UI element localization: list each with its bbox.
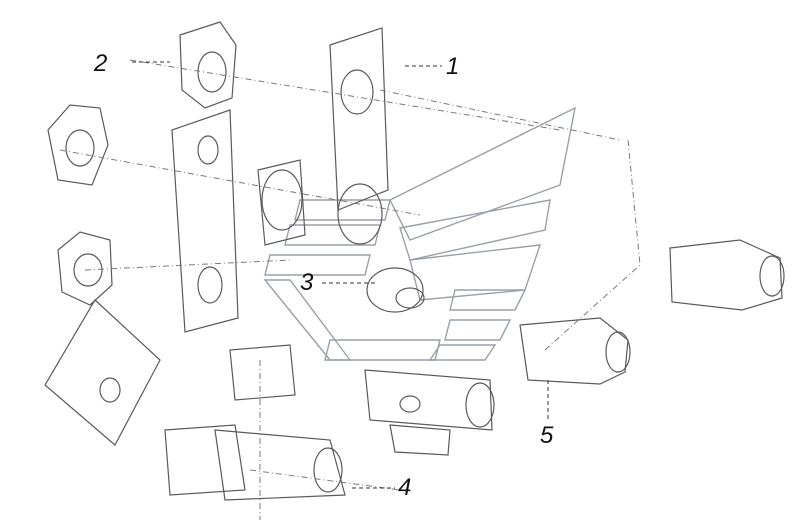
bottom-tee-fitting: [364, 369, 495, 456]
axis-lines: [59, 59, 641, 520]
callout-3: 3: [300, 269, 314, 296]
part-2-nut: [179, 21, 237, 109]
callout-1: 1: [446, 53, 460, 80]
leader-lines: [132, 61, 549, 489]
part-1-bracket-plate: [329, 27, 389, 245]
callout-2: 2: [94, 50, 108, 77]
mounting-plate: [171, 109, 239, 333]
callout-5: 5: [540, 422, 554, 449]
part-3-valve: [366, 267, 425, 313]
watermark-logo: [263, 106, 576, 361]
part-4-fitting: [164, 344, 346, 501]
center-fitting: [257, 159, 306, 246]
left-lower-nut: [57, 231, 113, 306]
right-fitting: [669, 239, 785, 311]
lower-left-bracket: [44, 299, 161, 446]
callout-4: 4: [398, 474, 412, 501]
part-5-fitting: [519, 317, 631, 385]
left-nut: [47, 104, 109, 186]
